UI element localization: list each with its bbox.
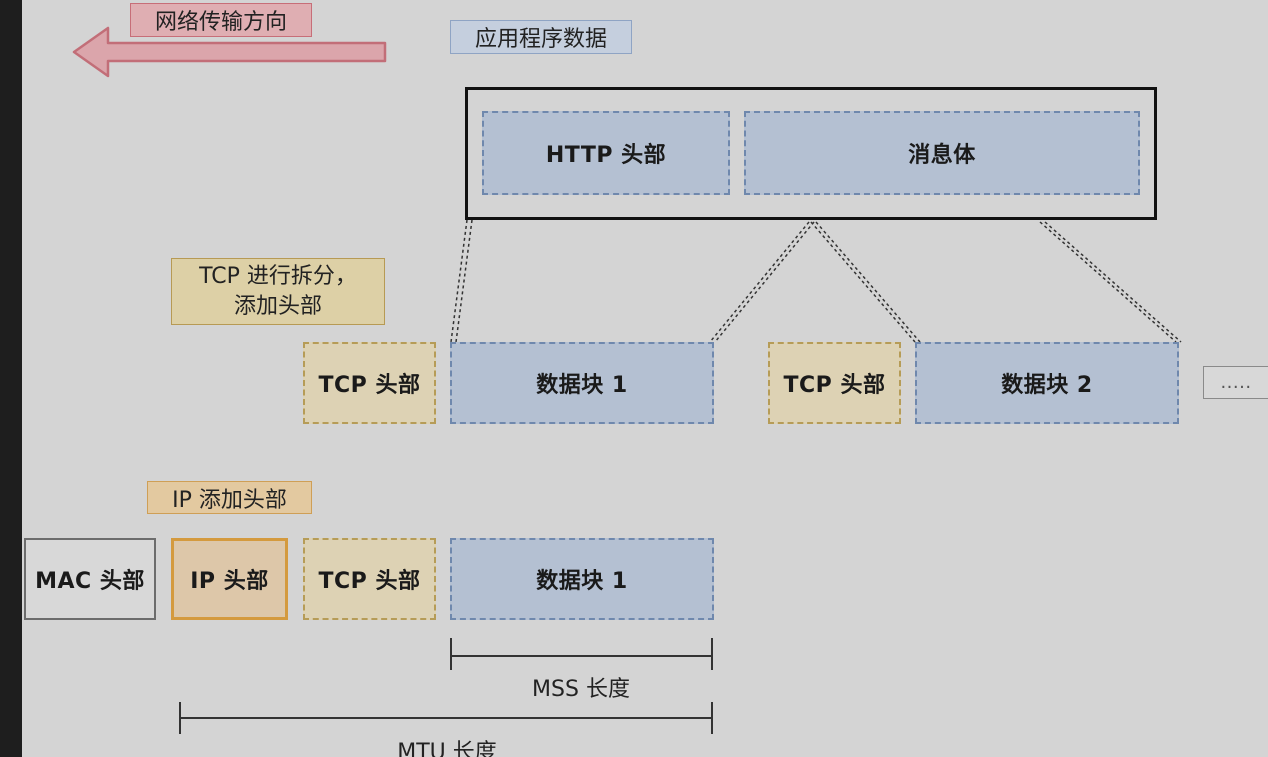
tcp-split-label: TCP 进行拆分， 添加头部 <box>171 258 385 325</box>
diagram-canvas: 网络传输方向 应用程序数据 HTTP 头部 消息体 TCP 进行拆分， 添加头部… <box>22 0 1268 757</box>
mtu-length-label: MTU 长度 <box>397 740 497 757</box>
data-block-2: 数据块 2 <box>915 342 1179 424</box>
mss-length-label: MSS 长度 <box>532 677 630 702</box>
direction-arrow <box>72 26 387 78</box>
mac-header-block: MAC 头部 <box>24 538 156 620</box>
data-block-3: 数据块 1 <box>450 538 714 620</box>
application-data-frame <box>465 87 1157 220</box>
direction-label: 网络传输方向 <box>130 3 312 37</box>
data-block-1: 数据块 1 <box>450 342 714 424</box>
mss-dimension <box>450 638 713 670</box>
ellipsis-block: ..... <box>1203 366 1268 399</box>
tcp-split-label-line2: 添加头部 <box>233 293 322 319</box>
ip-add-header-label: IP 添加头部 <box>147 481 312 514</box>
app-data-label: 应用程序数据 <box>450 20 632 54</box>
diagram-lines <box>72 26 1182 734</box>
split-connectors <box>450 219 1182 343</box>
tcp-header-block-3: TCP 头部 <box>303 538 436 620</box>
tcp-split-label-line1: TCP 进行拆分， <box>199 263 357 289</box>
message-body-block: 消息体 <box>744 111 1140 195</box>
tcp-header-block-2: TCP 头部 <box>768 342 901 424</box>
ip-header-block: IP 头部 <box>171 538 288 620</box>
http-header-block: HTTP 头部 <box>482 111 730 195</box>
tcp-header-block-1: TCP 头部 <box>303 342 436 424</box>
mtu-dimension <box>179 702 713 734</box>
